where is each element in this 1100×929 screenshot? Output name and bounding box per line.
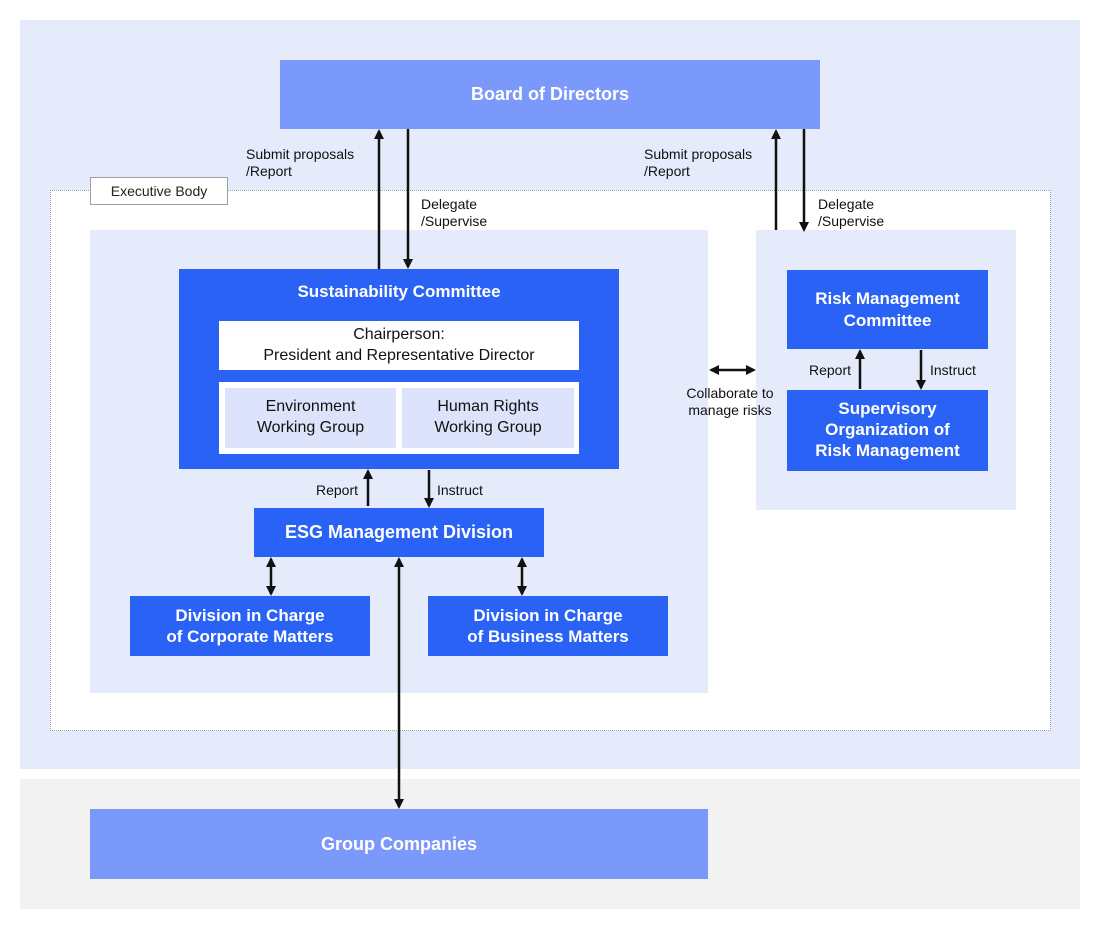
board-of-directors-box: Board of Directors (280, 60, 820, 129)
report-sc-label: Report (315, 482, 358, 498)
supervisory-organization-box: Supervisory Organization of Risk Managem… (787, 390, 988, 471)
corporate-matters-division-box: Division in Charge of Corporate Matters (130, 596, 370, 656)
instruct-sc-label: Instruct (437, 482, 483, 498)
instruct-rm-label: Instruct (930, 362, 976, 378)
collaborate-label: Collaborate to manage risks (686, 385, 774, 418)
group-companies-box: Group Companies (90, 809, 708, 879)
business-matters-division-box: Division in Charge of Business Matters (428, 596, 668, 656)
board-of-directors-label: Board of Directors (470, 84, 630, 104)
environment-working-group: Environment Working Group (225, 388, 396, 448)
human-rights-working-group: Human Rights Working Group (402, 388, 574, 448)
executive-body-label: Executive Body (90, 177, 228, 205)
submit-proposals-right-label: Submit proposals /Report (644, 146, 753, 179)
esg-management-division-box: ESG Management Division (254, 508, 544, 557)
submit-proposals-left-label: Submit proposals /Report (246, 146, 355, 179)
delegate-supervise-right-label: Delegate /Supervise (818, 196, 885, 229)
report-rm-label: Report (808, 362, 851, 378)
delegate-supervise-left-label: Delegate /Supervise (421, 196, 488, 229)
chairperson-box: Chairperson: President and Representativ… (219, 321, 579, 370)
risk-management-committee-box: Risk Management Committee (787, 270, 988, 349)
sustainability-committee-title: Sustainability Committee (297, 282, 501, 301)
group-companies-label: Group Companies (320, 833, 477, 854)
